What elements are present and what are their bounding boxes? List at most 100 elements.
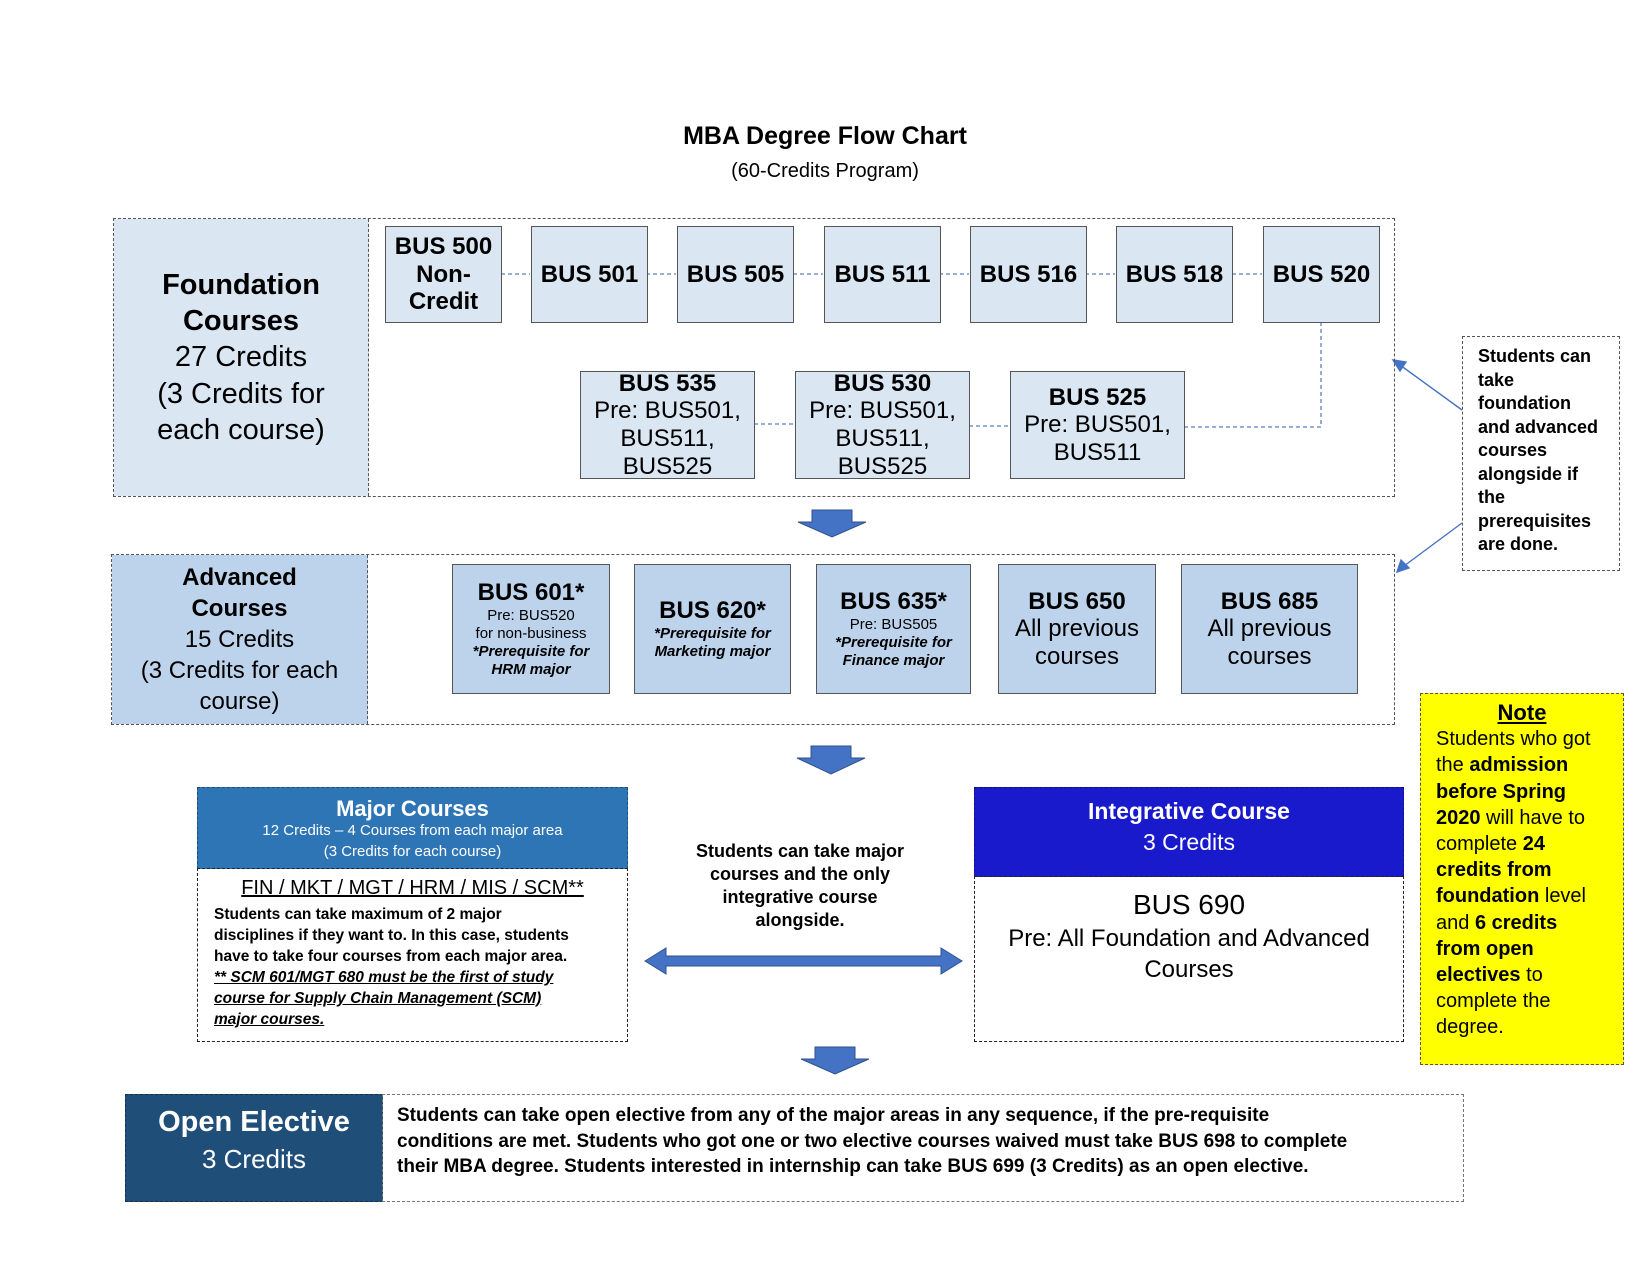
course-bus-525[interactable]: BUS 525 Pre: BUS501, BUS511 [1010, 371, 1185, 479]
advanced-note-1: (3 Credits for each [140, 657, 339, 685]
course-prereq: courses [1227, 642, 1312, 670]
side-note-line: the [1478, 487, 1505, 507]
course-bus-500[interactable]: BUS 500 Non- Credit [385, 226, 502, 323]
middle-text: Students can take major courses and the … [660, 840, 940, 932]
integrative-course-code: BUS 690 [1132, 889, 1246, 920]
side-note-line: Students can [1478, 346, 1592, 366]
side-note-line: are done. [1478, 534, 1559, 554]
foundation-credits: 27 Credits [174, 341, 308, 374]
course-prereq: Pre: BUS501, [809, 397, 956, 425]
note-line: from open [1436, 937, 1534, 960]
integrative-prereq-1: Pre: All Foundation and Advanced [1008, 925, 1370, 952]
open-elective-line: Students can take open elective from any… [397, 1105, 1270, 1126]
integrative-header: Integrative Course 3 Credits [974, 787, 1404, 877]
note-line: complete 24 [1436, 833, 1545, 856]
course-bus-520[interactable]: BUS 520 [1263, 226, 1380, 323]
note-line: 2020 will have to [1436, 806, 1585, 829]
down-arrow-2 [796, 745, 866, 775]
open-elective-label: Open Elective 3 Credits [125, 1094, 383, 1202]
foundation-section [113, 218, 1395, 497]
note-box: Note Students who got the admission befo… [1420, 693, 1624, 1065]
side-note-line: foundation [1478, 393, 1571, 413]
course-major-note: *Prerequisite for [835, 634, 952, 652]
major-note: (3 Credits for each course) [323, 842, 502, 860]
course-prereq: BUS511 [1053, 438, 1142, 466]
course-code: BUS 516 [979, 260, 1078, 288]
course-bus-601[interactable]: BUS 601* Pre: BUS520 for non-business *P… [452, 564, 610, 694]
course-code: BUS 505 [686, 260, 785, 288]
course-code: BUS 530 [833, 369, 932, 397]
course-prereq: Pre: BUS501, [594, 397, 741, 425]
course-bus-620[interactable]: BUS 620* *Prerequisite for Marketing maj… [634, 564, 791, 694]
note-line: Students who got [1436, 728, 1591, 751]
course-prereq: Pre: BUS520 [487, 607, 575, 625]
course-bus-511[interactable]: BUS 511 [824, 226, 941, 323]
foundation-heading-2: Courses [182, 305, 300, 338]
course-code: BUS 525 [1048, 383, 1147, 411]
course-code: BUS 511 [834, 260, 931, 288]
course-prereq: BUS511, [835, 425, 930, 452]
integrative-body[interactable]: BUS 690 Pre: All Foundation and Advanced… [974, 876, 1404, 1042]
side-note-line: prerequisites [1478, 510, 1592, 531]
major-text-line: disciplines if they want to. In this cas… [214, 927, 569, 944]
note-line: electives to [1436, 964, 1543, 987]
note-line: complete the [1436, 990, 1551, 1013]
major-credits: 12 Credits – 4 Courses from each major a… [262, 822, 563, 840]
course-prereq: BUS525 [622, 452, 713, 480]
course-code: BUS 518 [1125, 260, 1224, 288]
middle-text-line: alongside. [755, 910, 845, 930]
course-code: BUS 501 [540, 260, 639, 288]
open-elective-title: Open Elective [158, 1106, 350, 1138]
course-note: Credit [408, 288, 479, 316]
major-areas: FIN / MKT / MGT / HRM / MIS / SCM** [241, 877, 584, 899]
side-note-line: and advanced [1478, 416, 1599, 437]
note-title: Note [1497, 700, 1547, 725]
scm-note-line: ** SCM 601/MGT 680 must be the first of … [214, 969, 554, 986]
foundation-note-2: each course) [157, 413, 325, 446]
course-prereq: BUS525 [837, 452, 928, 480]
integrative-prereq-2: Courses [1144, 956, 1234, 983]
major-body: FIN / MKT / MGT / HRM / MIS / SCM** Stud… [197, 868, 628, 1042]
course-code: BUS 601* [477, 578, 585, 606]
scm-note-line: major courses. [214, 1011, 325, 1028]
course-bus-516[interactable]: BUS 516 [970, 226, 1087, 323]
integrative-title: Integrative Course [1088, 798, 1290, 824]
side-note-line: alongside if [1478, 463, 1579, 484]
course-bus-535[interactable]: BUS 535 Pre: BUS501, BUS511, BUS525 [580, 369, 755, 480]
course-prereq: All previous [1014, 615, 1140, 643]
scm-note-line: course for Supply Chain Management (SCM) [214, 990, 542, 1007]
course-prereq: Pre: BUS501, [1024, 411, 1171, 439]
course-prereq: All previous [1207, 615, 1332, 643]
course-bus-518[interactable]: BUS 518 [1116, 226, 1233, 323]
down-arrow-1 [797, 509, 867, 538]
advanced-label: Advanced Courses 15 Credits (3 Credits f… [112, 555, 368, 724]
note-line: before Spring [1436, 780, 1567, 803]
advanced-heading-2: Courses [191, 594, 288, 622]
course-code: BUS 685 [1220, 587, 1319, 615]
integrative-credits: 3 Credits [1142, 829, 1236, 855]
open-elective-credits: 3 Credits [201, 1144, 307, 1174]
course-code: BUS 500 [394, 233, 493, 261]
course-major-note: *Prerequisite for [472, 643, 590, 661]
course-bus-505[interactable]: BUS 505 [677, 226, 794, 323]
course-bus-650[interactable]: BUS 650 All previous courses [998, 564, 1156, 694]
foundation-heading-1: Foundation [162, 268, 320, 301]
course-prereq: courses [1034, 642, 1120, 670]
course-bus-685[interactable]: BUS 685 All previous courses [1181, 564, 1358, 694]
note-line: credits from [1436, 859, 1552, 882]
course-bus-635[interactable]: BUS 635* Pre: BUS505 *Prerequisite for F… [816, 564, 971, 694]
course-bus-501[interactable]: BUS 501 [531, 226, 648, 323]
course-code: BUS 535 [618, 369, 717, 397]
open-elective-line: conditions are met. Students who got one… [397, 1130, 1348, 1152]
middle-text-line: Students can take major [695, 841, 905, 861]
note-line: and 6 credits [1436, 911, 1558, 934]
course-code: BUS 635* [840, 587, 947, 615]
advanced-section [111, 554, 1395, 725]
double-arrow [644, 947, 963, 975]
course-bus-530[interactable]: BUS 530 Pre: BUS501, BUS511, BUS525 [795, 369, 970, 480]
side-note: Students can take foundation and advance… [1462, 336, 1620, 571]
course-code: BUS 520 [1272, 260, 1371, 288]
major-header: Major Courses 12 Credits – 4 Courses fro… [197, 787, 628, 869]
middle-text-line: integrative course [722, 887, 878, 907]
